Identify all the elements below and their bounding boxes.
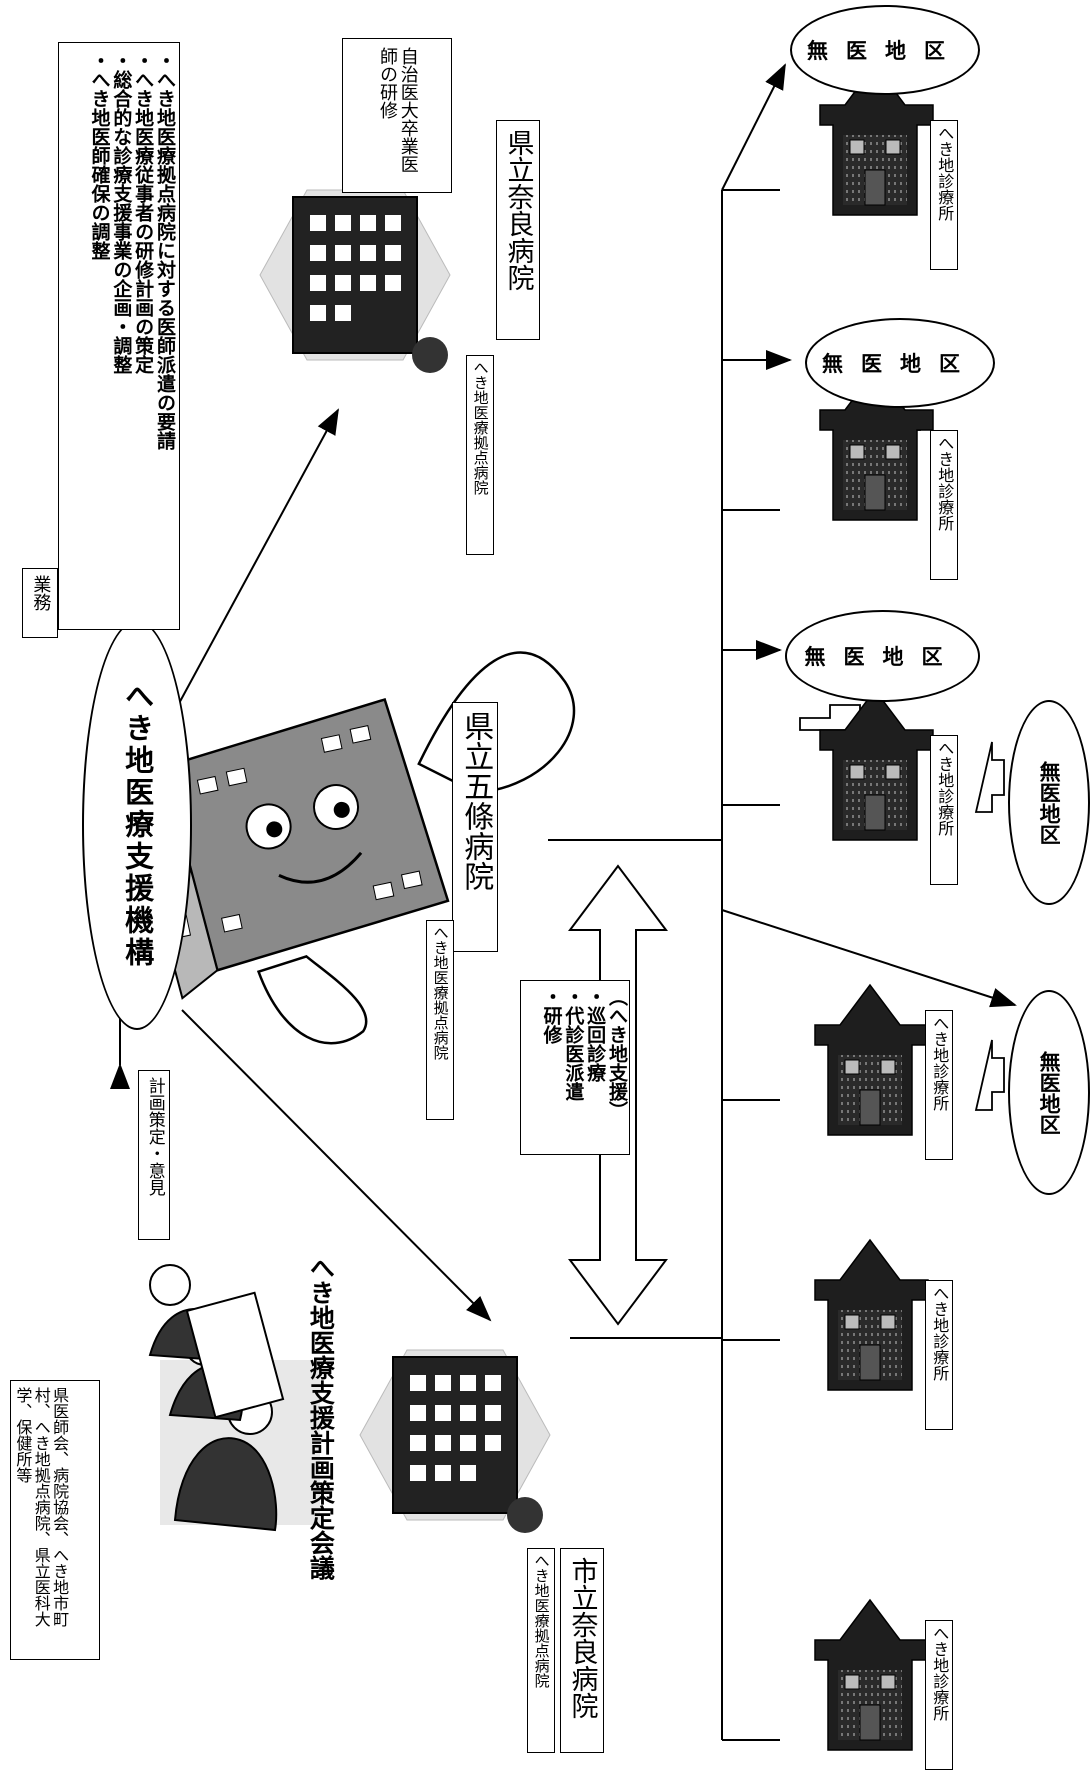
clinic-label: へき地診療所 xyxy=(930,1625,950,1721)
clinic-label-box: へき地診療所 xyxy=(925,1620,953,1770)
council-members-box: 県医師会、病院協会、へき地市町村、へき地拠点病院、県立医科大学、保健所等 xyxy=(10,1380,100,1660)
support-organization-name: へき地医療支援機構 xyxy=(120,681,155,969)
nara-pref-training-note: 自治医大卒業医師の研修 xyxy=(377,47,419,173)
no-doctor-area-label: 無医地区 xyxy=(1037,760,1062,845)
duties-heading: 業務 xyxy=(30,575,52,611)
city-hospital-building xyxy=(359,1349,551,1533)
no-doctor-area-label: 無医地区 xyxy=(822,352,978,376)
nara-pref-hospital-building xyxy=(259,189,451,373)
no-doctor-area-label: 無医地区 xyxy=(804,645,961,669)
no-doctor-area-4[interactable]: 無医地区 xyxy=(1008,700,1090,905)
nara-pref-hospital-tag-box: へき地医療拠点病院 xyxy=(466,355,494,555)
council-members: 県医師会、病院協会、へき地市町村、へき地拠点病院、県立医科大学、保健所等 xyxy=(13,1387,70,1627)
council-meeting-illustration xyxy=(148,1264,320,1532)
org-to-nara-pref-arrow xyxy=(169,408,339,721)
city-hospital-name: 市立奈良病院 xyxy=(566,1557,598,1719)
nara-pref-hospital-name-box[interactable]: 県立奈良病院 xyxy=(496,120,540,340)
duty-item: ・総合的な診療支援事業の企画・調整 xyxy=(110,51,133,374)
clinic-label-box: へき地診療所 xyxy=(930,120,958,270)
duty-item: ・へき地医療従事者の研修計画の策定 xyxy=(132,51,155,374)
support-item: ・巡回診療 xyxy=(584,987,607,1082)
city-hospital-name-box[interactable]: 市立奈良病院 xyxy=(560,1548,604,1753)
gojo-hospital-name-box[interactable]: 県立五條病院 xyxy=(452,702,498,952)
no-doctor-area-3[interactable]: 無医地区 xyxy=(785,610,980,702)
gojo-hospital-tag: へき地医療拠点病院 xyxy=(431,925,450,1060)
clinic-label: へき地診療所 xyxy=(930,1015,950,1111)
clinic-label-box: へき地診療所 xyxy=(930,735,958,885)
clinic-label: へき地診療所 xyxy=(935,435,955,531)
duty-item: ・へき地医師確保の調整 xyxy=(88,51,111,260)
clinic-label: へき地診療所 xyxy=(935,740,955,836)
clinic-5 xyxy=(814,1239,929,1391)
clinic-4 xyxy=(814,984,929,1136)
clinic-label-box: へき地診療所 xyxy=(930,430,958,580)
org-to-city-hospital-arrow xyxy=(181,1009,492,1322)
clinic-6 xyxy=(814,1599,929,1751)
no-doctor-area-label: 無医地区 xyxy=(1037,1050,1062,1135)
duties-box: ・へき地医療拠点病院に対する医師派遣の要請 ・へき地医療従事者の研修計画の策定 … xyxy=(58,42,180,630)
gojo-hospital-name: 県立五條病院 xyxy=(458,711,494,891)
no-doctor-area-5[interactable]: 無医地区 xyxy=(1008,990,1090,1195)
support-title: （へき地支援） xyxy=(606,987,628,1120)
nara-pref-hospital-name: 県立奈良病院 xyxy=(502,129,534,291)
no-doctor-area-2[interactable]: 無医地区 xyxy=(805,318,995,408)
support-item: ・研修 xyxy=(540,987,563,1044)
nara-pref-training-note-box: 自治医大卒業医師の研修 xyxy=(342,38,452,193)
duties-heading-box: 業務 xyxy=(22,568,58,638)
clinic-label: へき地診療所 xyxy=(935,125,955,221)
clinic-label-box: へき地診療所 xyxy=(925,1010,953,1160)
council-name: へき地医療支援計画策定会議 xyxy=(306,1255,336,1580)
connection-lines xyxy=(110,63,1017,1741)
support-item: ・代診医派遣 xyxy=(562,987,585,1101)
council-link-label: 計画策定・意見 xyxy=(144,1077,165,1196)
gojo-hospital-tag-box: へき地医療拠点病院 xyxy=(426,920,454,1120)
no-doctor-area-1[interactable]: 無医地区 xyxy=(790,5,980,95)
clinic-label: へき地診療所 xyxy=(930,1285,950,1381)
council-link-label-box: 計画策定・意見 xyxy=(138,1070,170,1240)
nara-pref-hospital-tag: へき地医療拠点病院 xyxy=(471,360,490,495)
duty-item: ・へき地医療拠点病院に対する医師派遣の要請 xyxy=(154,51,176,450)
council-name-frame[interactable]: へき地医療支援計画策定会議 xyxy=(300,1255,340,1685)
city-hospital-tag: へき地医療拠点病院 xyxy=(532,1553,551,1688)
support-organization-ellipse[interactable]: へき地医療支援機構 xyxy=(82,620,192,1030)
support-box: （へき地支援） ・巡回診療 ・代診医派遣 ・研修 xyxy=(520,980,630,1155)
hollow-arrows xyxy=(799,94,1005,1111)
city-hospital-tag-box: へき地医療拠点病院 xyxy=(527,1548,555,1753)
clinic-label-box: へき地診療所 xyxy=(925,1280,953,1430)
no-doctor-area-label: 無医地区 xyxy=(807,39,963,63)
